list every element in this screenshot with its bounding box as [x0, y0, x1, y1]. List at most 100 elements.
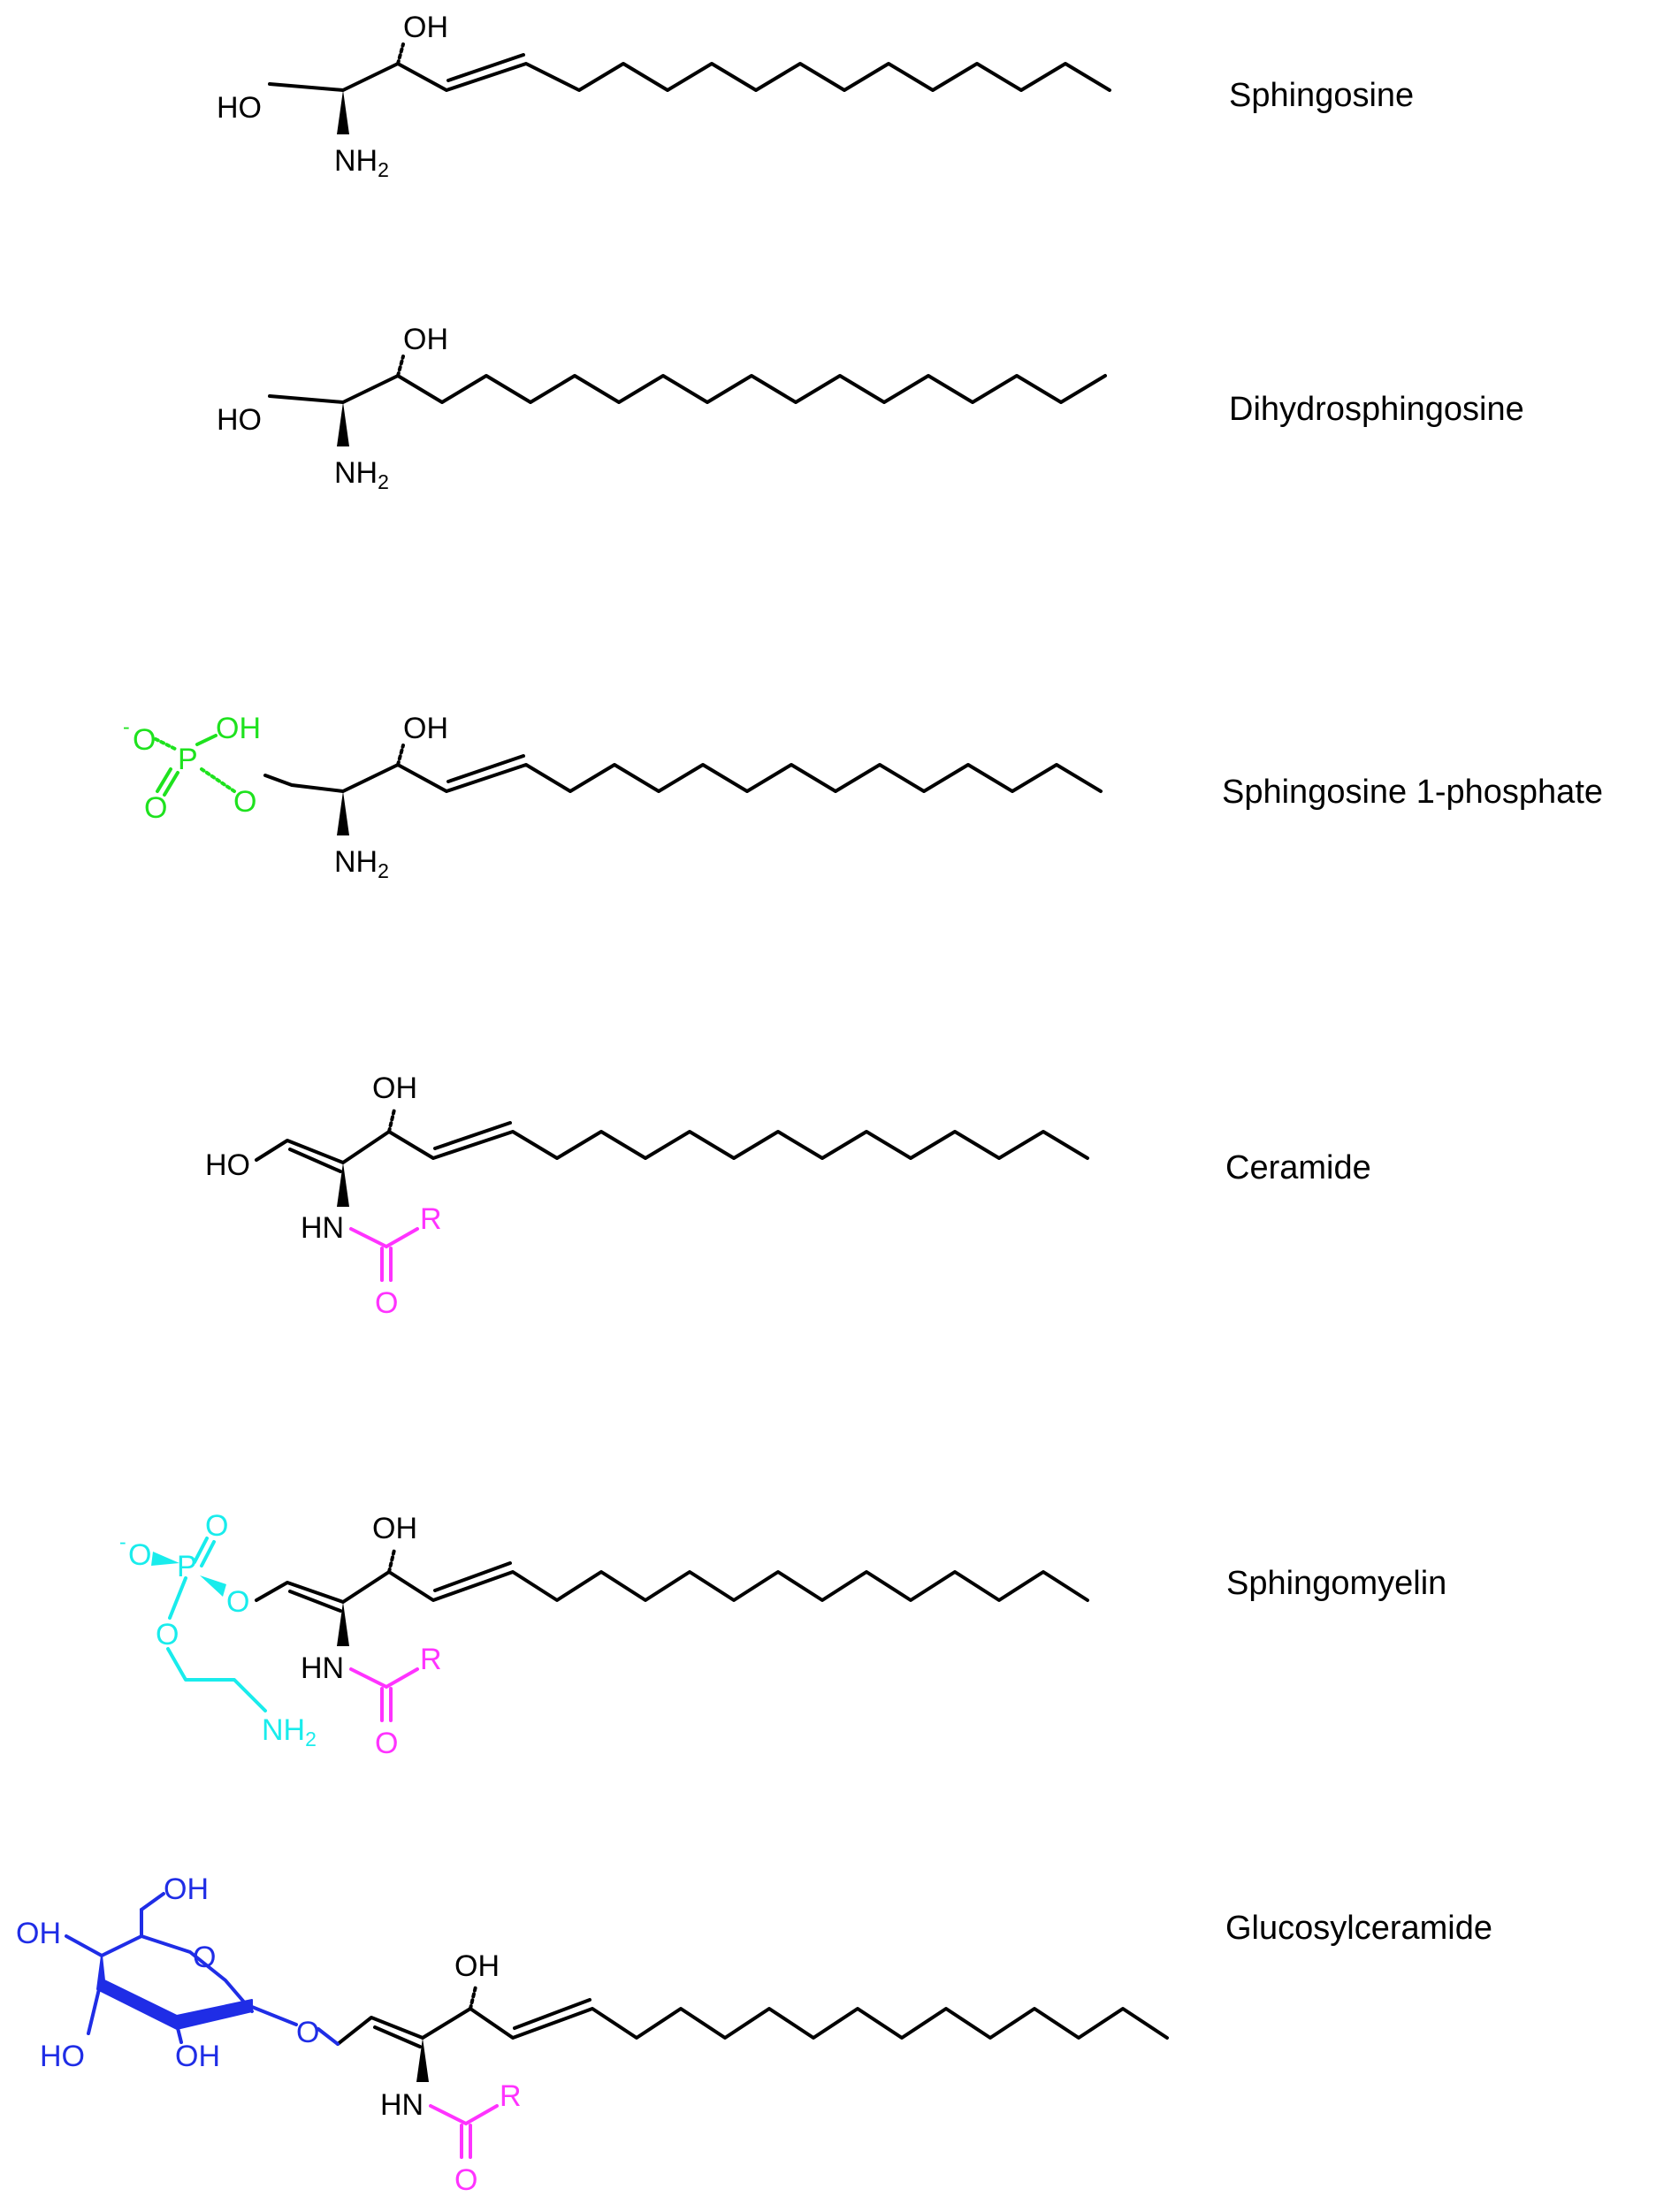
wedge-bond-to-amine [337, 791, 349, 835]
terminal-hydroxyl-label: HO [217, 403, 262, 437]
amide-nh-label: HN [301, 1211, 344, 1245]
c4-hydroxyl-label: OH [16, 1917, 61, 1950]
glucose-labels: OH OH O HO OH O [16, 1873, 319, 2073]
phosphorus-label: P [177, 1550, 197, 1583]
enol-double-bond [288, 1590, 342, 1613]
compound-name-sphingosine: Sphingosine [1229, 77, 1414, 114]
phosphate-oxo-label: O [144, 791, 167, 825]
phosphate-group-bonds [154, 734, 236, 797]
trans-double-bond [446, 754, 525, 783]
p-oxo-bond-b [163, 771, 179, 797]
r-group-label: R [420, 1202, 442, 1236]
amine-label: NH2 [334, 845, 389, 882]
enol-double-bond [373, 2025, 422, 2048]
phosphate-oxo-label: O [205, 1509, 228, 1543]
p-link-o-bond [168, 1576, 187, 1620]
structure-sphingosine: OH HO NH2 Sphingosine [217, 11, 1414, 181]
hydroxyl-label: OH [403, 11, 448, 44]
backbone-and-tail [336, 2007, 1169, 2046]
amide-nh-label: HN [301, 1651, 344, 1685]
p-oxo-bond-a [156, 767, 172, 793]
p-oh-bond [195, 734, 218, 746]
phosphocholine-labels: P O O - O O NH2 [119, 1509, 317, 1751]
hash-bond-to-oh [387, 1108, 396, 1133]
trans-double-bond [513, 1998, 591, 2030]
acyl-group-bonds [349, 1227, 419, 1282]
acyl-oxygen-label: O [375, 1727, 398, 1760]
enol-double-bond [288, 1148, 342, 1173]
acyl-oxygen-label: O [454, 2163, 477, 2197]
structure-sphingosine-1-phosphate: P OH O - O O OH NH2 Sphingosine 1-phosph… [123, 712, 1603, 882]
c3-oh-bond [87, 1987, 101, 2035]
ring-front-edge [96, 1955, 253, 2030]
backbone-and-tail [255, 1570, 1089, 1604]
hash-bond-to-oh [469, 1985, 477, 2010]
glycosidic-o-backbone-bond [317, 2027, 340, 2046]
c4-oh-bond [65, 1934, 103, 1957]
hash-bond-to-oh [396, 42, 405, 65]
structure-ceramide: OH HO HN R O Ceramide [205, 1072, 1371, 1320]
wedge-bond-to-amine [337, 402, 349, 446]
compound-name-dihydrosphingosine: Dihydrosphingosine [1229, 391, 1524, 428]
hydroxyl-label: OH [403, 323, 448, 356]
p-o-minus-bond [154, 737, 179, 751]
amide-nh-label: HN [380, 2088, 424, 2122]
structure-glucosylceramide: OH OH O HO OH O OH HN R O Glucosylcerami… [16, 1873, 1492, 2197]
acyl-group-bonds [349, 1667, 419, 1722]
terminal-hydroxyl-label: HO [217, 91, 262, 125]
phosphate-link-oxygen-label: O [156, 1618, 179, 1651]
backbone-and-tail [268, 374, 1107, 404]
c3-hydroxyl-label: HO [40, 2040, 85, 2073]
trans-double-bond [446, 53, 525, 82]
trans-double-bond [433, 1121, 512, 1150]
hash-bond-to-oh [396, 355, 405, 378]
trans-double-bond [433, 1561, 512, 1592]
structure-sphingomyelin: P O O - O O NH2 OH HN R O Sphingomyelin [119, 1509, 1446, 1760]
glycosidic-oxygen-label: O [296, 2016, 319, 2049]
structure-dihydrosphingosine: OH HO NH2 Dihydrosphingosine [217, 323, 1524, 493]
acyl-group-labels: R O [375, 1202, 442, 1320]
hydroxyl-label: OH [403, 712, 448, 745]
amine-label: NH2 [334, 456, 389, 493]
sphingosine-bonds [268, 42, 1111, 92]
r-group-label: R [420, 1643, 442, 1676]
c2-oh-bond [175, 2023, 183, 2044]
dihydrosphingosine-bonds [268, 355, 1107, 404]
backbone-and-tail [263, 763, 1103, 793]
ring-oxygen-label: O [193, 1941, 216, 1974]
hash-bond-to-oh [396, 744, 405, 767]
glucose-ring [65, 1892, 340, 2046]
phosphorus-label: P [178, 743, 198, 776]
phosphate-charge-label: - [119, 1530, 126, 1553]
phosphate-oh-label: OH [216, 712, 261, 745]
phosphate-ester-oxygen-label: O [226, 1585, 249, 1619]
ceramide-bonds [255, 1108, 1089, 1173]
c1-o-glycosidic-bond [250, 2005, 298, 2026]
enol-hydroxyl-label: HO [205, 1148, 250, 1182]
hydroxyl-label: OH [454, 1949, 500, 1983]
wedge-bond-to-amide [416, 2038, 429, 2082]
backbone-and-tail [268, 62, 1111, 92]
p-wedge-to-oxyanion [151, 1552, 179, 1566]
wedge-bond-to-amine [337, 90, 349, 134]
amine-label: NH2 [334, 144, 389, 181]
aminoethyl-chain [166, 1647, 267, 1712]
phosphate-charge-label: - [123, 715, 130, 738]
hash-bond-to-oh [387, 1548, 396, 1574]
phosphate-oxyanion-label: O [128, 1538, 151, 1572]
hydroxyl-label: OH [372, 1512, 417, 1545]
wedge-bond-to-amide [337, 1602, 349, 1646]
wedge-bond-to-amide [337, 1163, 349, 1207]
ring-back-bonds [100, 1934, 254, 2013]
compound-name-glucosylceramide: Glucosylceramide [1225, 1910, 1492, 1947]
p-oxo-bond-b [200, 1540, 216, 1567]
p-oxo-bond-a [193, 1537, 209, 1564]
c6-oh-bond [140, 1892, 165, 1911]
compound-name-sphingosine-1-phosphate: Sphingosine 1-phosphate [1222, 774, 1603, 811]
s1p-bonds [263, 744, 1103, 793]
acyl-group-labels: R O [375, 1643, 442, 1760]
c2-hydroxyl-label: OH [175, 2040, 220, 2073]
c6-hydroxyl-label: OH [164, 1873, 209, 1906]
phosphate-ester-oxygen-label: O [233, 785, 256, 819]
r-group-label: R [500, 2079, 522, 2113]
